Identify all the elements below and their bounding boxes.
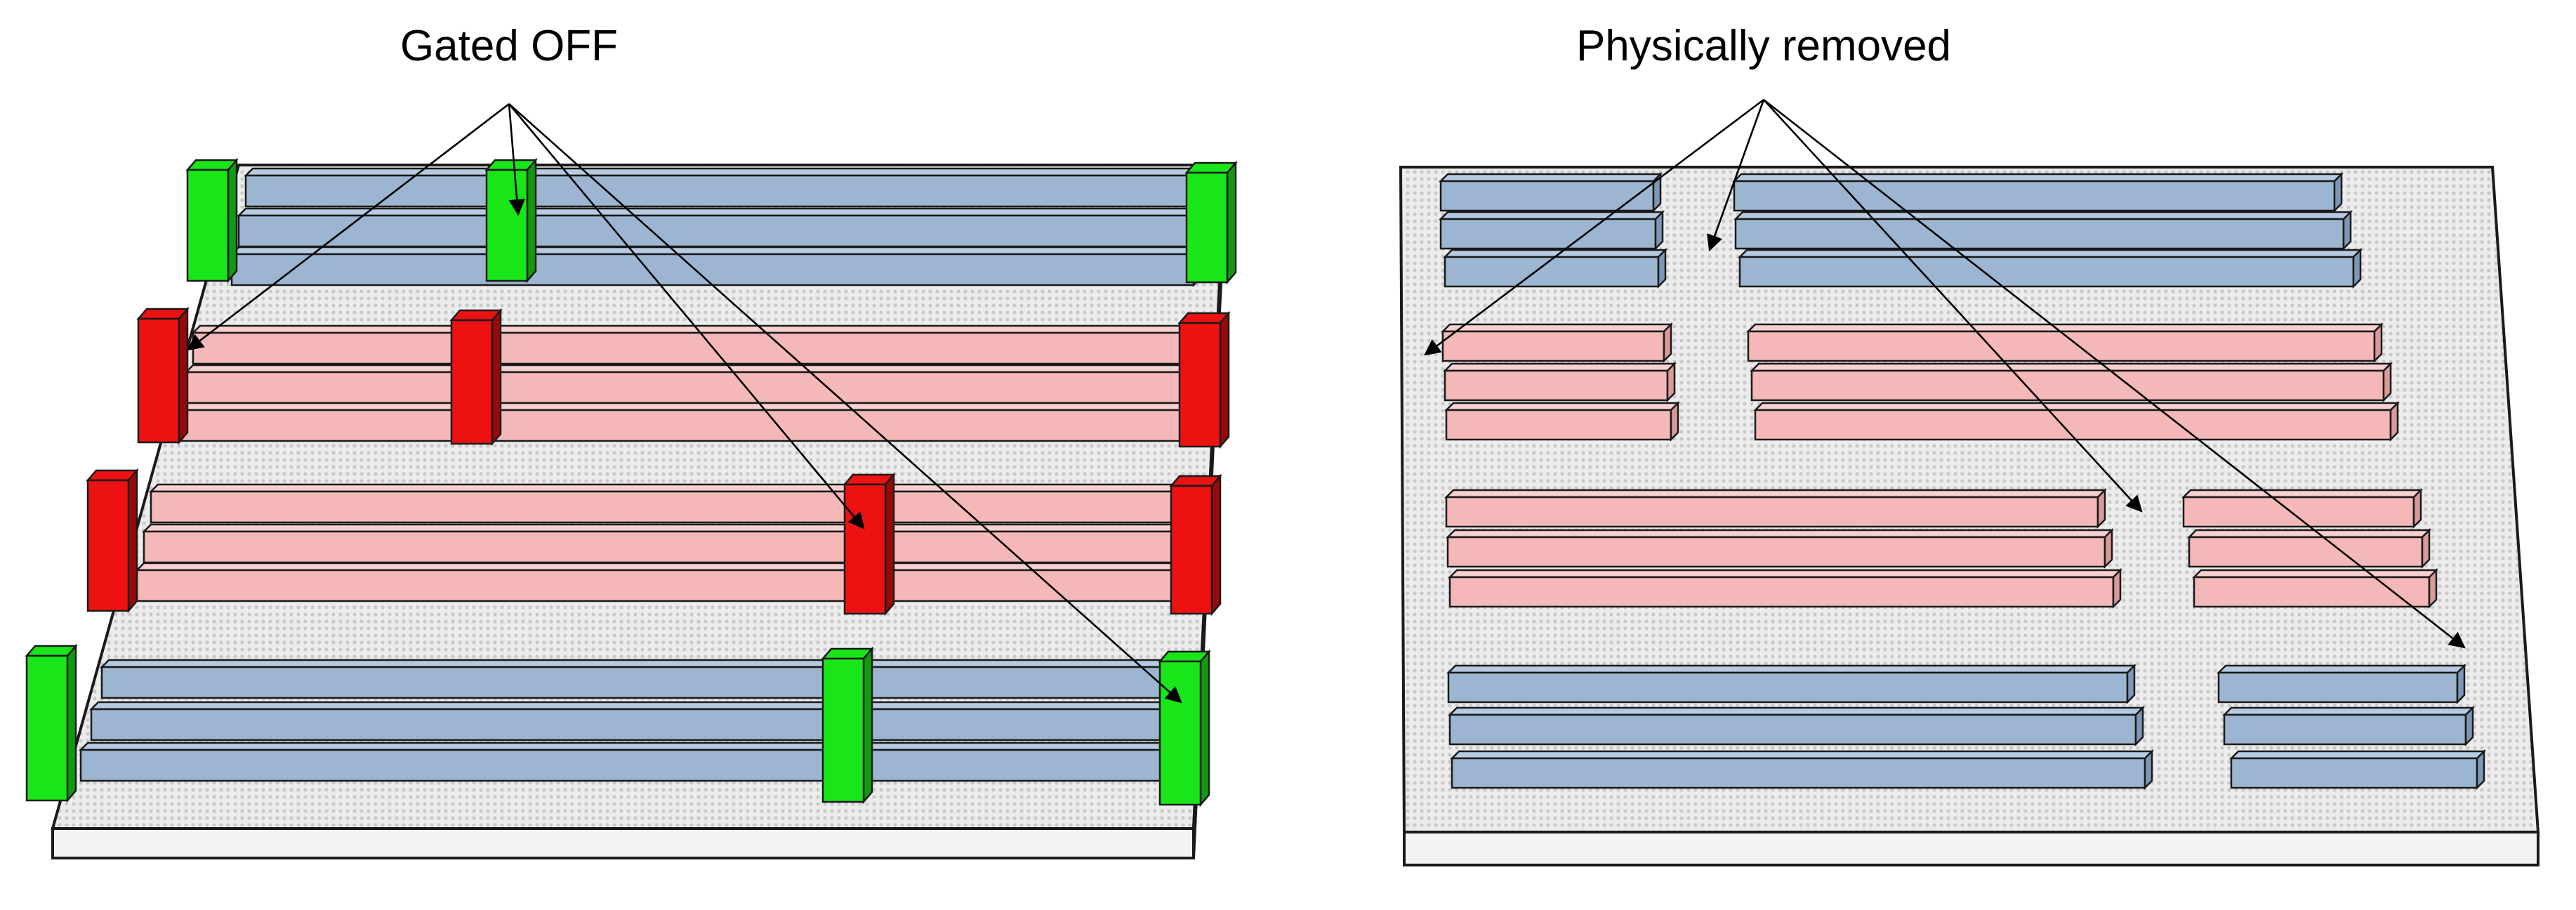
gated-off-panel <box>25 157 1238 859</box>
right-fin-row4-right-3 <box>2228 749 2487 791</box>
left-gate-8 <box>843 472 896 616</box>
removed-arrow-2 <box>1707 99 1765 252</box>
left-substrate-side <box>51 827 1195 859</box>
gated-off-arrow-2 <box>508 103 525 216</box>
left-fin-row4-3 <box>78 740 1203 784</box>
left-fin-row3-3 <box>134 560 1203 604</box>
removed-arrow-3 <box>1763 99 2143 513</box>
right-fin-row1-right-3 <box>1737 247 2363 289</box>
right-fin-row4-right-1 <box>2216 663 2467 705</box>
left-gate-12 <box>1158 649 1211 807</box>
left-gates <box>25 157 1238 807</box>
left-gate-6 <box>1177 310 1231 449</box>
gated-off-label: Gated OFF <box>399 22 619 70</box>
right-fin-rows <box>1438 171 2487 791</box>
right-fin-row3-left-3 <box>1447 567 2123 609</box>
right-fin-row3-left-1 <box>1444 487 2108 529</box>
right-fin-row2-left-3 <box>1444 400 1681 442</box>
gated-off-arrow-3 <box>508 103 865 529</box>
left-fin-row2-3 <box>176 400 1203 444</box>
left-fin-row2-1 <box>190 323 1203 367</box>
left-fin-row4-2 <box>88 699 1203 743</box>
right-fin-row3-right-1 <box>2181 487 2424 529</box>
right-fin-row2-right-1 <box>1745 322 2384 364</box>
gated-off-arrow-1 <box>187 103 510 351</box>
left-gate-7 <box>86 468 139 614</box>
right-fin-row4-left-2 <box>1447 705 2146 747</box>
left-gate-5 <box>449 308 503 447</box>
left-fin-row1-1 <box>243 166 1203 209</box>
right-fin-row3-left-2 <box>1445 527 2115 569</box>
left-gate-4 <box>136 306 190 445</box>
right-fin-row2-left-2 <box>1442 361 1677 403</box>
removed-arrow-1 <box>1424 98 1764 356</box>
right-fin-row4-left-3 <box>1449 749 2155 791</box>
left-gate-10 <box>25 643 78 803</box>
left-fin-row3-1 <box>148 482 1203 525</box>
right-fin-row4-right-2 <box>2221 705 2476 747</box>
left-fin-row2-2 <box>183 362 1203 406</box>
right-substrate-left-side <box>1399 166 1406 866</box>
right-fin-row2-right-2 <box>1749 361 2393 403</box>
left-gate-3 <box>1184 160 1238 285</box>
left-fin-row1-3 <box>229 244 1203 288</box>
left-fin-row3-2 <box>141 522 1203 565</box>
right-fin-row3-right-3 <box>2191 567 2439 609</box>
physically-removed-label: Physically removed <box>1576 22 1952 70</box>
right-fin-row4-left-1 <box>1446 663 2137 705</box>
removed-arrow-4 <box>1763 98 2466 649</box>
left-gate-9 <box>1169 473 1222 616</box>
right-fin-row3-right-2 <box>2186 527 2432 569</box>
left-fin-row4-1 <box>99 657 1203 701</box>
right-fin-row1-left-2 <box>1438 209 1665 251</box>
annotation-arrows <box>187 98 2466 704</box>
right-fin-row2-left-1 <box>1440 322 1674 364</box>
left-gate-2 <box>484 157 538 284</box>
left-gate-11 <box>821 646 874 805</box>
right-fin-row1-left-1 <box>1438 171 1663 213</box>
right-substrate-side <box>1403 831 2539 866</box>
physically-removed-panel <box>1399 166 2540 866</box>
right-fin-row1-left-3 <box>1442 247 1668 289</box>
gated-off-arrow-4 <box>508 103 1182 704</box>
left-gate-1 <box>185 157 239 284</box>
right-fin-row1-right-1 <box>1731 171 2344 213</box>
right-fin-row1-right-2 <box>1733 209 2353 251</box>
left-fin-row1-2 <box>236 206 1203 249</box>
right-fin-row2-right-3 <box>1752 400 2400 442</box>
